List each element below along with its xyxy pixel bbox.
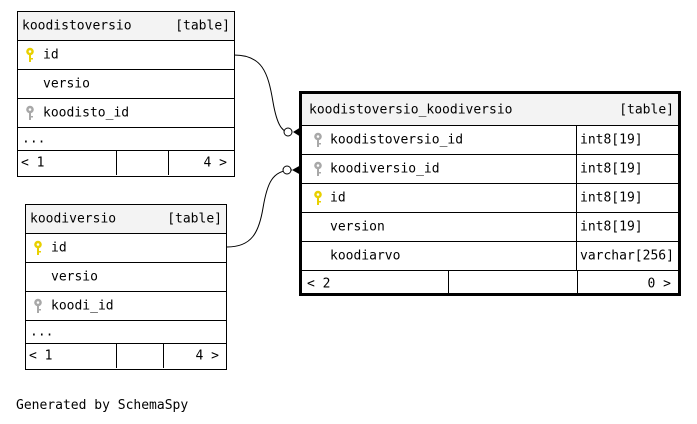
- link-koodistoversio-optional-marker: [283, 127, 293, 137]
- table-koodiversio[interactable]: koodiversio [table] id versio koodi_id .…: [25, 204, 227, 370]
- children-count-cell[interactable]: 4 >: [168, 151, 234, 175]
- column-row[interactable]: koodiversio_id int8[19]: [302, 155, 678, 184]
- column-type: varchar[256]: [580, 248, 674, 264]
- column-row[interactable]: versio: [26, 263, 226, 292]
- table-name: koodistoversio_koodiversio: [309, 102, 513, 117]
- column-type: int8[19]: [580, 219, 643, 235]
- children-count: 4 >: [203, 155, 227, 171]
- column-name: koodistoversio_id: [330, 132, 464, 148]
- column-type-cell: int8[19]: [576, 213, 678, 241]
- foreign-key-icon: [314, 161, 322, 176]
- column-row[interactable]: koodiarvo varchar[256]: [302, 242, 678, 271]
- column-name: version: [330, 219, 385, 235]
- foreign-key-icon: [26, 105, 34, 120]
- column-name: id: [43, 47, 59, 63]
- column-name: versio: [51, 269, 98, 285]
- table-header[interactable]: koodistoversio_koodiversio [table]: [302, 94, 678, 126]
- column-type-cell: int8[19]: [576, 184, 678, 212]
- table-kind: [table]: [167, 211, 222, 227]
- column-name: koodisto_id: [43, 105, 130, 121]
- generated-by-note: Generated by SchemaSpy: [16, 398, 189, 413]
- link-koodiversio-crowfoot: [292, 165, 301, 175]
- column-row[interactable]: id int8[19]: [302, 184, 678, 213]
- link-koodistoversio-to-junction: [233, 54, 293, 134]
- children-count: 4 >: [195, 348, 219, 364]
- column-row[interactable]: version int8[19]: [302, 213, 678, 242]
- table-header[interactable]: koodistoversio [table]: [18, 12, 234, 41]
- children-count: 0 >: [647, 276, 671, 291]
- column-name: koodiarvo: [330, 248, 401, 264]
- column-name: koodiversio_id: [330, 161, 440, 177]
- table-footer: < 1 4 >: [26, 344, 226, 368]
- footer-spacer-cell: [116, 151, 169, 175]
- column-name: id: [330, 190, 346, 206]
- more-columns-label: ...: [22, 131, 46, 147]
- primary-key-icon: [314, 190, 322, 205]
- footer-spacer-cell: [448, 271, 578, 296]
- parents-count-cell[interactable]: < 1: [26, 344, 116, 368]
- table-header[interactable]: koodiversio [table]: [26, 205, 226, 234]
- column-type: int8[19]: [580, 132, 643, 148]
- primary-key-icon: [34, 240, 42, 255]
- column-row[interactable]: id: [26, 234, 226, 263]
- column-type-cell: varchar[256]: [576, 242, 678, 270]
- column-name: versio: [43, 76, 90, 92]
- parents-count-cell[interactable]: < 2: [302, 271, 448, 296]
- parents-count: < 2: [307, 276, 331, 291]
- column-row[interactable]: koodisto_id: [18, 99, 234, 128]
- column-name: koodi_id: [51, 298, 114, 314]
- column-name: id: [51, 240, 67, 256]
- foreign-key-icon: [34, 298, 42, 313]
- table-kind: [table]: [175, 18, 230, 34]
- primary-key-icon: [26, 47, 34, 62]
- foreign-key-icon: [314, 132, 322, 147]
- parents-count-cell[interactable]: < 1: [18, 151, 116, 175]
- column-type: int8[19]: [580, 190, 643, 206]
- table-koodistoversio-koodiversio[interactable]: koodistoversio_koodiversio [table] koodi…: [299, 91, 681, 296]
- children-count-cell[interactable]: 0 >: [577, 271, 678, 296]
- footer-spacer-cell: [116, 344, 164, 368]
- more-columns-label: ...: [30, 324, 54, 340]
- column-type: int8[19]: [580, 161, 643, 177]
- column-row[interactable]: koodistoversio_id int8[19]: [302, 126, 678, 155]
- table-koodistoversio[interactable]: koodistoversio [table] id versio koodist…: [17, 11, 235, 177]
- column-type-cell: int8[19]: [576, 126, 678, 154]
- column-type-cell: int8[19]: [576, 155, 678, 183]
- column-row[interactable]: id: [18, 41, 234, 70]
- link-koodiversio-optional-marker: [282, 165, 292, 175]
- column-row[interactable]: versio: [18, 70, 234, 99]
- link-koodiversio-to-junction: [226, 169, 293, 248]
- more-columns-row[interactable]: ...: [18, 128, 234, 151]
- column-row[interactable]: koodi_id: [26, 292, 226, 321]
- table-footer: < 2 0 >: [302, 271, 678, 296]
- children-count-cell[interactable]: 4 >: [163, 344, 226, 368]
- parents-count: < 1: [21, 155, 45, 171]
- table-kind: [table]: [619, 102, 674, 117]
- more-columns-row[interactable]: ...: [26, 321, 226, 344]
- table-footer: < 1 4 >: [18, 151, 234, 175]
- table-name: koodistoversio: [22, 18, 132, 34]
- parents-count: < 1: [29, 348, 53, 364]
- table-name: koodiversio: [30, 211, 117, 227]
